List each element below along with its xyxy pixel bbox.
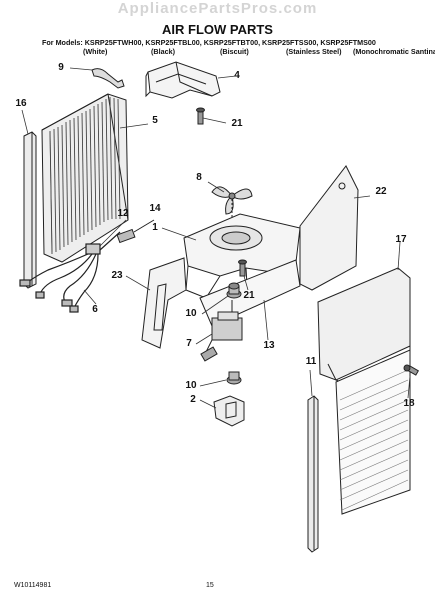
callout-21-middle: 21 (243, 290, 255, 301)
part-7-motor (200, 300, 243, 362)
part-2-bracket (213, 395, 245, 427)
callout-6: 6 (92, 304, 98, 315)
color-black: (Black) (151, 47, 175, 56)
callout-14: 14 (149, 203, 161, 214)
callout-21-top: 21 (231, 118, 243, 129)
callout-2: 2 (190, 394, 196, 405)
callout-11: 11 (305, 356, 317, 367)
part-18-screw (403, 364, 420, 376)
callout-12: 12 (117, 208, 129, 219)
part-5-grille (41, 93, 129, 263)
part-1-shroud (183, 213, 301, 303)
color-stainless: (Stainless Steel) (286, 47, 342, 56)
page-title: AIR FLOW PARTS (162, 22, 273, 37)
color-biscuit: (Biscuit) (220, 47, 249, 56)
part-21-screw-top (196, 107, 205, 125)
document-number: W10114981 (14, 582, 52, 589)
part-10-grommet-bottom (226, 371, 242, 385)
callout-22: 22 (375, 186, 387, 197)
callout-17: 17 (395, 234, 407, 245)
callout-10-bottom: 10 (185, 380, 197, 391)
leader-lines (21, 67, 411, 409)
watermark: AppliancePartsPros.com (117, 0, 318, 17)
callout-18: 18 (403, 398, 415, 409)
callout-16: 16 (15, 98, 27, 109)
part-14-connector (116, 219, 155, 244)
callout-23: 23 (111, 270, 123, 281)
callout-4: 4 (234, 70, 240, 81)
callout-5: 5 (152, 115, 158, 126)
part-3-panel (199, 259, 301, 327)
part-9-clip (91, 68, 125, 89)
part-23-bracket (141, 257, 187, 349)
part-22-panel (299, 165, 359, 291)
callout-8: 8 (196, 172, 202, 183)
color-labels: (White) (Black) (Biscuit) (Stainless Ste… (42, 47, 435, 101)
callout-10-top: 10 (185, 308, 197, 319)
callout-1: 1 (152, 222, 158, 233)
part-16-strip (23, 131, 37, 289)
page-number: 15 (206, 582, 214, 589)
callout-13: 13 (263, 340, 275, 351)
color-white: (White) (83, 47, 108, 56)
callout-7: 7 (186, 338, 192, 349)
callout-9: 9 (58, 62, 64, 73)
part-11-strip (307, 395, 319, 553)
part-4-bracket (145, 61, 221, 99)
part-8-fan-blade (211, 186, 253, 222)
color-mono: (Monochromatic Santina) (353, 47, 435, 56)
part-10-grommet-top (226, 282, 242, 299)
part-21-screw-middle (238, 259, 247, 277)
part-17-panel (317, 267, 411, 515)
models-line: For Models: KSRP25FTWH00, KSRP25FTBL00, … (42, 38, 376, 47)
